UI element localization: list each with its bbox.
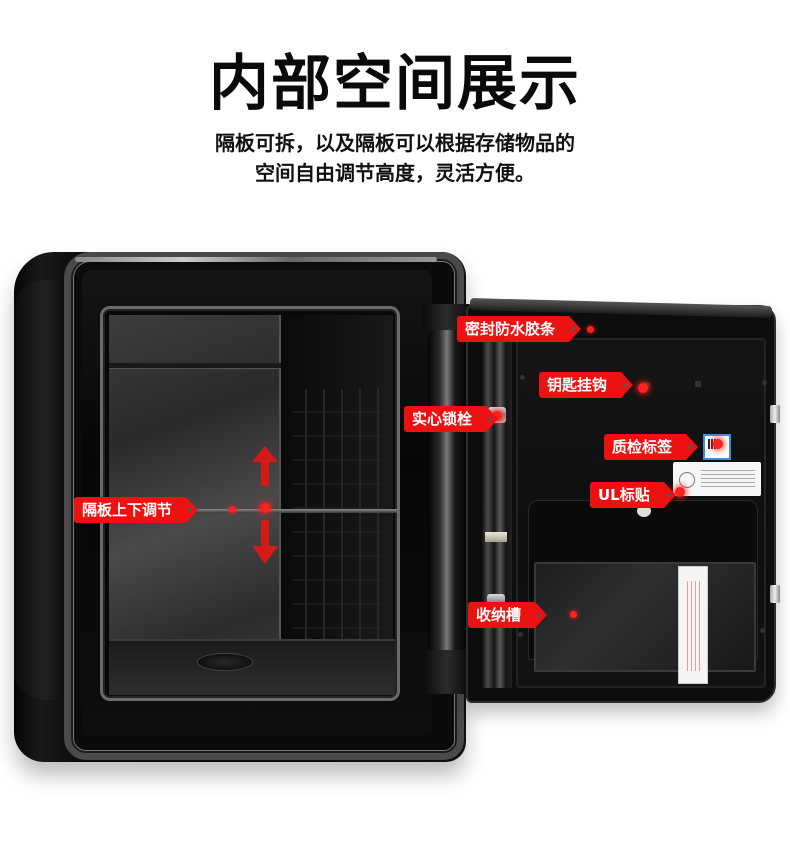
side-bolt-bottom bbox=[770, 585, 780, 603]
screw bbox=[762, 380, 767, 385]
interior-top-ledge bbox=[109, 363, 281, 369]
callout-ul-sticker: UL标贴 bbox=[590, 482, 676, 508]
hinge-cap-bottom bbox=[422, 650, 472, 694]
floor-anchor-knob bbox=[198, 654, 252, 670]
ul-rating-plate bbox=[673, 462, 761, 496]
callout-label: 密封防水胶条 bbox=[465, 320, 556, 338]
seal-marker-dot bbox=[587, 326, 594, 333]
interior-floor bbox=[109, 639, 395, 695]
screw bbox=[518, 632, 523, 637]
callout-label: UL标贴 bbox=[598, 486, 650, 504]
side-bolt-top bbox=[770, 405, 780, 423]
callout-solid-bolt: 实心锁栓 bbox=[404, 406, 499, 432]
callout-shelf-adjust: 隔板上下调节 bbox=[74, 497, 199, 523]
page-title: 内部空间展示 bbox=[209, 49, 581, 119]
door-hinge bbox=[428, 330, 466, 652]
callout-key-hook: 钥匙挂钩 bbox=[539, 372, 634, 398]
door-storage-pocket bbox=[534, 562, 756, 672]
door-bolt-rail bbox=[482, 318, 512, 688]
callout-label: 实心锁栓 bbox=[412, 410, 473, 428]
callout-label: 隔板上下调节 bbox=[82, 501, 173, 519]
callout-qc-tag: 质检标签 bbox=[604, 434, 699, 460]
safe-interior-cavity bbox=[100, 306, 400, 701]
qc-tag-marker-dot bbox=[713, 439, 723, 449]
shelf-marker-dot bbox=[229, 506, 236, 513]
screw bbox=[760, 628, 765, 633]
subtitle-line-1: 隔板可拆，以及隔板可以根据存储物品的 bbox=[215, 131, 575, 155]
callout-seal-strip: 密封防水胶条 bbox=[457, 316, 582, 342]
door-latch bbox=[485, 532, 507, 542]
callout-label: 钥匙挂钩 bbox=[547, 376, 608, 394]
shelf-slot-grid bbox=[293, 389, 388, 659]
key-hook-marker-dot bbox=[638, 383, 648, 393]
safe-side-panel bbox=[14, 280, 66, 700]
arrow-down-icon bbox=[252, 520, 278, 564]
ul-marker-dot bbox=[675, 487, 685, 497]
page-subtitle: 隔板可拆，以及隔板可以根据存储物品的 空间自由调节高度，灵活方便。 bbox=[0, 128, 790, 188]
callout-label: 收纳槽 bbox=[476, 606, 522, 624]
callout-storage-slot: 收纳槽 bbox=[468, 602, 548, 628]
key-hook-right bbox=[695, 381, 701, 387]
screw bbox=[520, 375, 525, 380]
arrow-up-icon bbox=[252, 446, 278, 486]
subtitle-line-2: 空间自由调节高度，灵活方便。 bbox=[255, 161, 535, 185]
shelf-center-dot bbox=[260, 503, 270, 513]
removable-shelf bbox=[105, 509, 397, 513]
storage-marker-dot bbox=[570, 611, 577, 618]
warning-label-strip bbox=[678, 566, 708, 684]
callout-label: 质检标签 bbox=[612, 438, 673, 456]
round-sticker bbox=[637, 505, 651, 517]
